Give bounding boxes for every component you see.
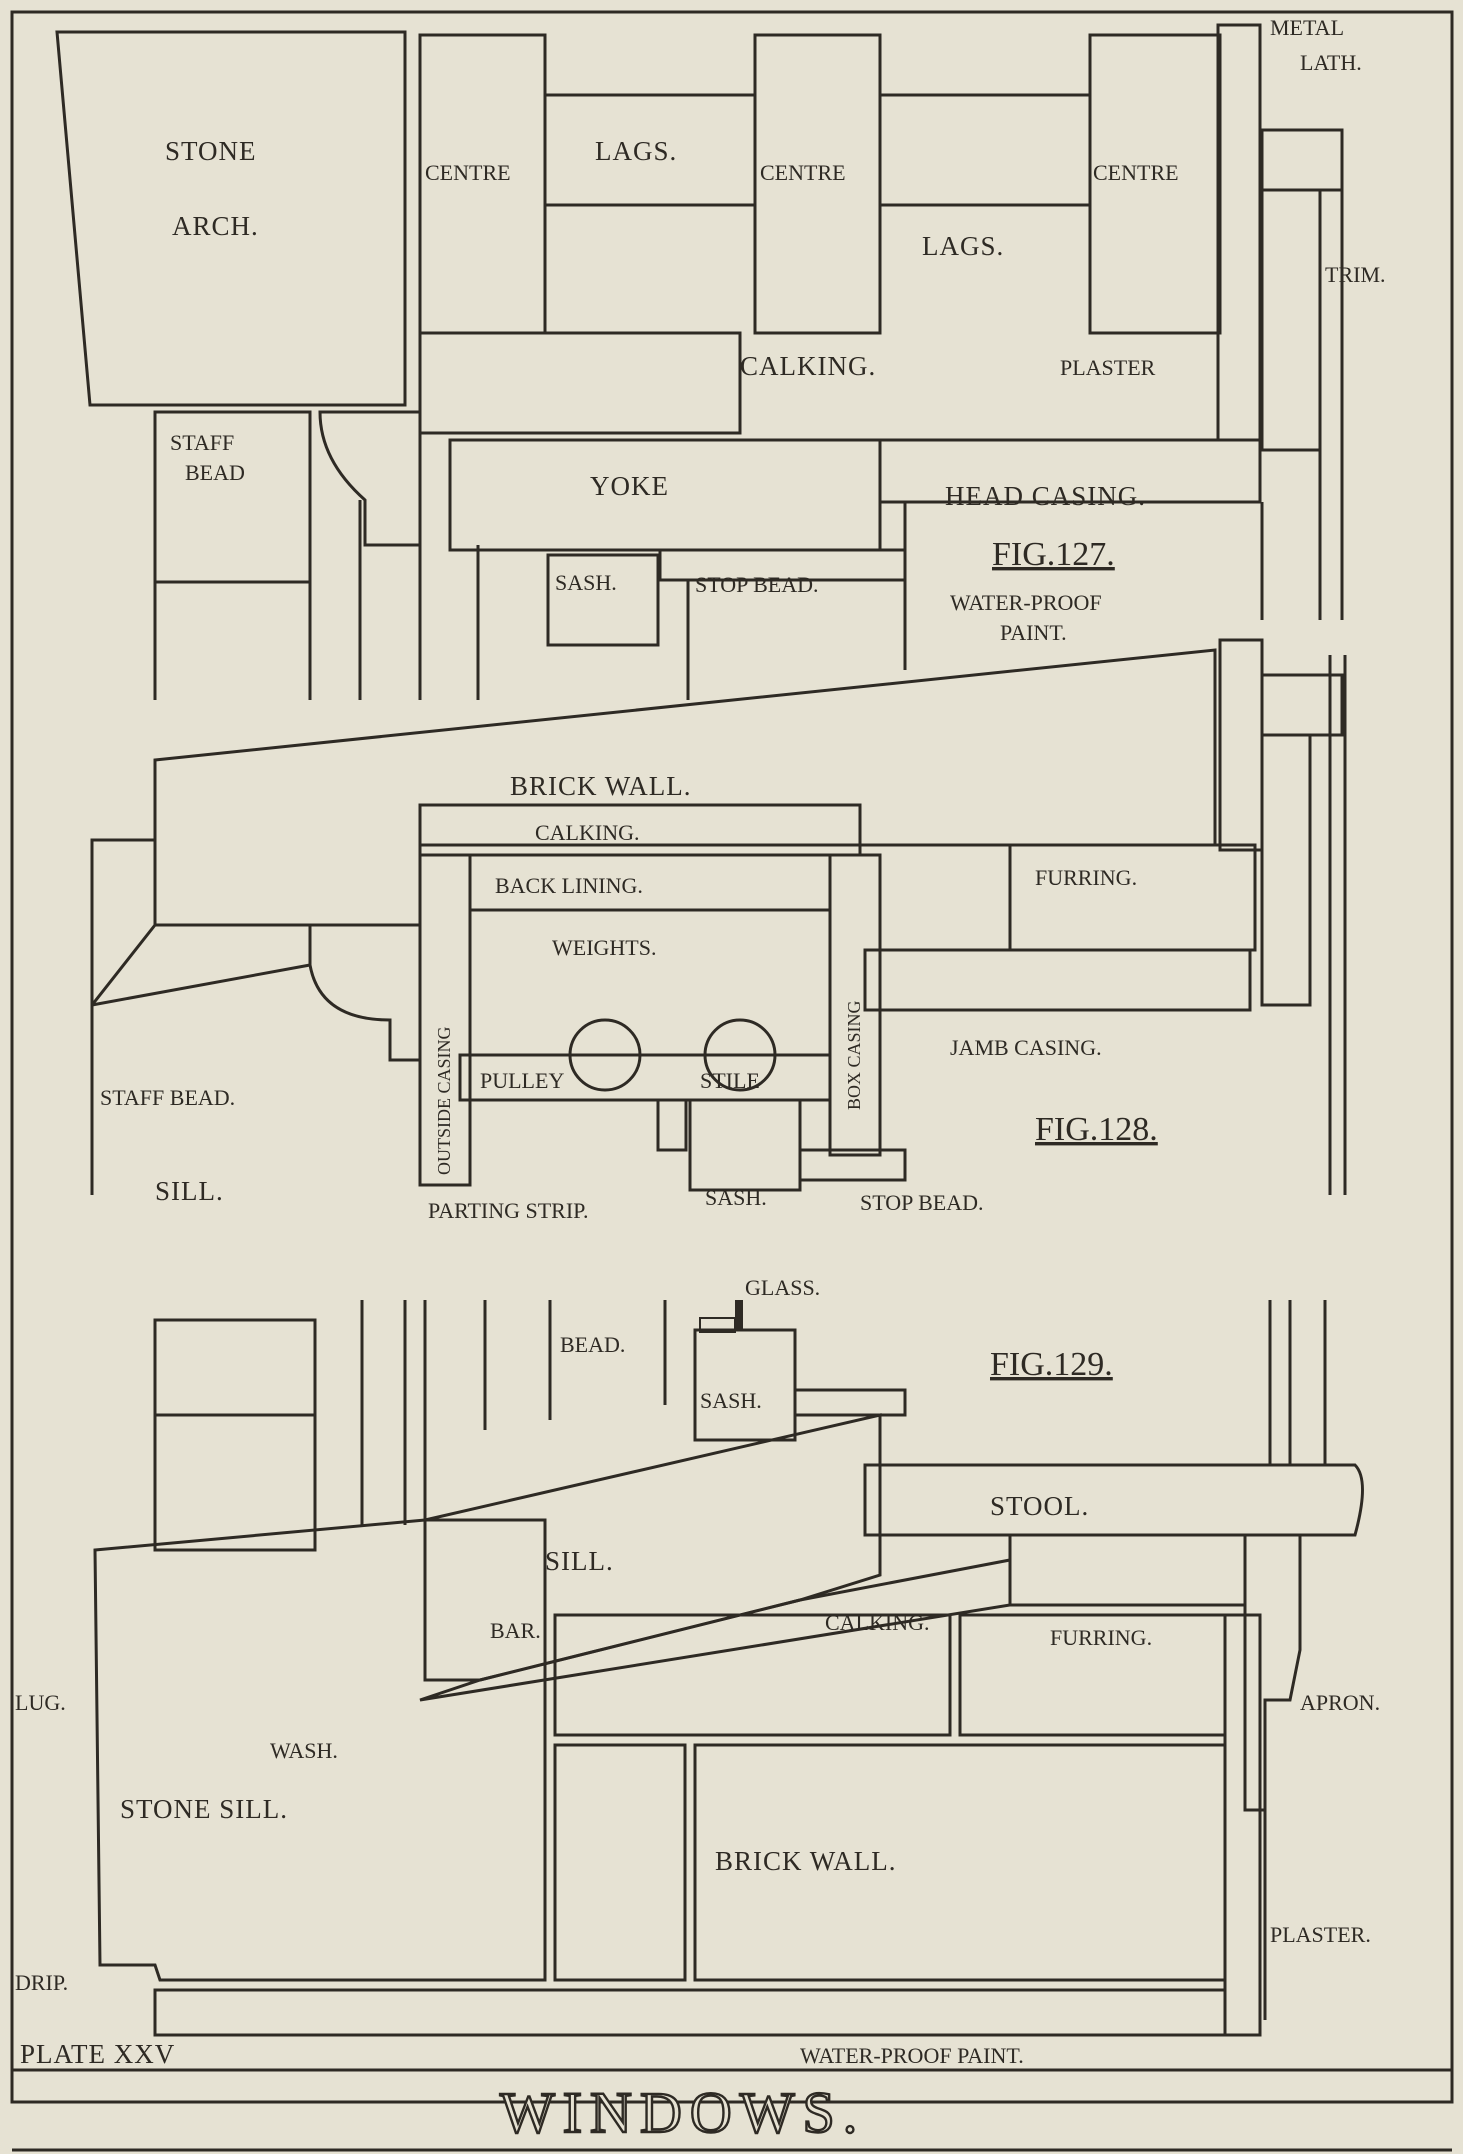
- sash-block: [693, 1328, 797, 1442]
- label-yoke: YOKE: [590, 471, 669, 501]
- label-waterproof-1: WATER-PROOF: [950, 590, 1102, 615]
- sill-slope: [91, 963, 311, 1007]
- trim-side: [1260, 733, 1312, 1007]
- figure-128: WATER-PROOF PAINT. BRICK WALL. CALKING. …: [90, 590, 1347, 1223]
- label-box-casing: BOX CASING: [844, 1000, 864, 1110]
- brick-course: [553, 1613, 952, 1737]
- label-sill: SILL.: [155, 1176, 224, 1206]
- trim-side: [1260, 188, 1322, 452]
- plaster-strip: [1216, 23, 1262, 442]
- label-wash: WASH.: [270, 1738, 338, 1763]
- label-glass: GLASS.: [745, 1275, 820, 1300]
- plate-title: WINDOWS.: [500, 2080, 865, 2145]
- label-lug: LUG.: [15, 1690, 66, 1715]
- label-stone-arch-1: STONE: [165, 136, 257, 166]
- label-waterproof-2: PAINT.: [1000, 620, 1067, 645]
- plaster-strip: [1223, 1613, 1262, 2037]
- sash-block: [546, 553, 660, 647]
- stool: [863, 1463, 1364, 1537]
- label-pulley-stile-2: STILE: [700, 1068, 760, 1093]
- label-sash: SASH.: [705, 1185, 767, 1210]
- label-metal-lath-1: METAL: [1270, 15, 1344, 40]
- label-jamb-casing: JAMB CASING.: [950, 1035, 1102, 1060]
- calking: [418, 803, 862, 857]
- staff-bead-box: [153, 410, 312, 584]
- label-weights: WEIGHTS.: [552, 935, 656, 960]
- label-lags-1: LAGS.: [595, 136, 677, 166]
- label-calking: CALKING.: [825, 1610, 930, 1635]
- calking: [419, 1558, 1012, 1702]
- label-stone-arch-2: ARCH.: [172, 211, 259, 241]
- weights-box: [468, 908, 832, 1057]
- label-sill: SILL.: [545, 1546, 614, 1576]
- stone-arch: [55, 30, 407, 407]
- label-lags-2: LAGS.: [922, 231, 1004, 261]
- calking-block: [418, 331, 742, 435]
- furring: [1008, 843, 1257, 952]
- label-outside-casing: OUTSIDE CASING: [434, 1026, 454, 1175]
- glass: [735, 1300, 743, 1330]
- label-waterproof: WATER-PROOF PAINT.: [800, 2043, 1024, 2068]
- fig-128-caption: FIG.128.: [1035, 1111, 1158, 1148]
- label-furring: FURRING.: [1035, 865, 1137, 890]
- label-stop-bead: STOP BEAD.: [695, 572, 818, 597]
- staff-bead: [318, 410, 422, 547]
- fig-129-caption: FIG.129.: [990, 1346, 1113, 1383]
- plate-number: PLATE XXV: [20, 2039, 175, 2069]
- label-pulley-stile-1: PULLEY: [480, 1068, 564, 1093]
- label-back-lining: BACK LINING.: [495, 873, 643, 898]
- figure-127: STONE ARCH. CENTRE CENTRE CENTRE LAGS. L…: [55, 15, 1386, 700]
- label-sash: SASH.: [700, 1388, 762, 1413]
- sill-wedge: [90, 838, 157, 1010]
- label-bead: BEAD.: [560, 1332, 625, 1357]
- figure-129: GLASS. BEAD. SASH. FIG.129. SILL. STOOL.…: [15, 1275, 1380, 2068]
- trim-top: [1260, 128, 1344, 192]
- label-centre-3: CENTRE: [1093, 160, 1179, 185]
- label-parting-strip: PARTING STRIP.: [428, 1198, 588, 1223]
- parting-strip: [656, 1098, 688, 1152]
- label-stop-bead: STOP BEAD.: [860, 1190, 983, 1215]
- label-trim: TRIM.: [1325, 262, 1386, 287]
- label-staff-bead-2: BEAD: [185, 460, 245, 485]
- centre-middle: [753, 33, 882, 335]
- jamb-casing: [863, 948, 1252, 1012]
- label-metal-lath-2: LATH.: [1300, 50, 1362, 75]
- label-plaster: PLASTER.: [1270, 1922, 1371, 1947]
- label-staff-bead-1: STAFF: [170, 430, 234, 455]
- sash-block: [688, 1098, 802, 1192]
- plate-border: [10, 10, 1454, 2104]
- label-sash: SASH.: [555, 570, 617, 595]
- label-staff-bead: STAFF BEAD.: [100, 1085, 235, 1110]
- label-centre-1: CENTRE: [425, 160, 511, 185]
- bead: [699, 1317, 736, 1333]
- label-apron: APRON.: [1300, 1690, 1380, 1715]
- label-drip: DRIP.: [15, 1970, 68, 1995]
- label-stone-sill: STONE SILL.: [120, 1794, 288, 1824]
- label-bar: BAR.: [490, 1618, 541, 1643]
- brick-course: [553, 1743, 687, 1982]
- jamb-block: [153, 1318, 317, 1552]
- label-calking: CALKING.: [535, 820, 640, 845]
- label-brick-wall: BRICK WALL.: [715, 1846, 897, 1876]
- head-casing: [878, 438, 1262, 504]
- label-head-casing: HEAD CASING.: [945, 481, 1146, 511]
- fig-127-caption: FIG.127.: [992, 536, 1115, 573]
- furring: [1008, 1533, 1247, 1607]
- label-calking: CALKING.: [740, 351, 876, 381]
- stop-bead: [793, 1388, 907, 1417]
- label-centre-2: CENTRE: [760, 160, 846, 185]
- label-brick-wall: BRICK WALL.: [510, 771, 692, 801]
- staff-bead: [308, 923, 422, 1062]
- label-stool: STOOL.: [990, 1491, 1089, 1521]
- pulley-stile: [458, 1053, 832, 1102]
- brick-base: [153, 1988, 1227, 2037]
- centre-right: [1088, 33, 1222, 335]
- apron: [1243, 1533, 1302, 1812]
- label-furring: FURRING.: [1050, 1625, 1152, 1650]
- stone-sill: [93, 1518, 547, 1982]
- plaster-strip: [1218, 638, 1264, 852]
- label-plaster: PLASTER: [1060, 355, 1156, 380]
